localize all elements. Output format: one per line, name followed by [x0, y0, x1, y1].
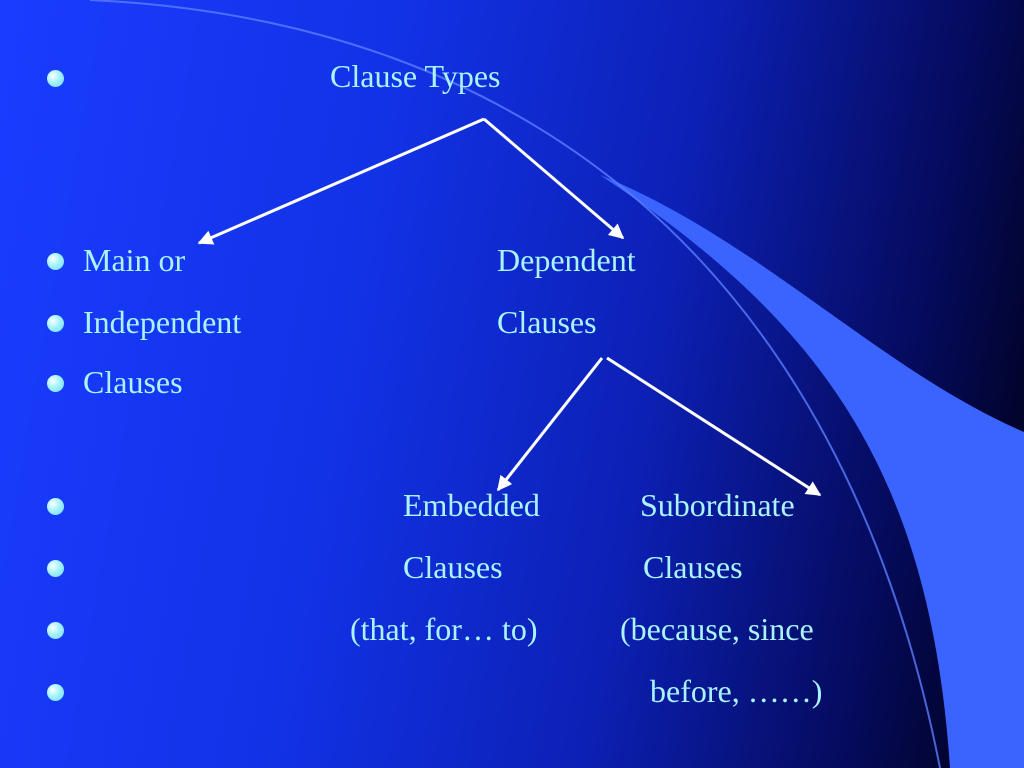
background-arc-line [89, 0, 941, 768]
arrow-icon [606, 356, 822, 497]
bullet-dot-icon [47, 70, 64, 87]
bullet-dot-icon [47, 498, 64, 515]
main-clause-line-3: Clauses [83, 364, 183, 400]
arrow-icon [483, 117, 625, 240]
bullet-dot-icon [47, 622, 64, 639]
main-clause-line-1: Main or [83, 242, 186, 278]
embedded-clause-examples: (that, for… to) [350, 611, 538, 647]
embedded-clause-line-1: Embedded [403, 487, 540, 523]
bullet-dot-icon [47, 315, 64, 332]
bullet-dot-icon [47, 684, 64, 701]
arrow-icon [496, 357, 604, 492]
arrow-icon [197, 117, 485, 245]
main-clause-line-2: Independent [83, 304, 242, 340]
bullet-dot-icon [47, 253, 64, 270]
bullet-dot-icon [47, 560, 64, 577]
background-swoosh-shape [600, 175, 1024, 768]
subordinate-clause-line-2: Clauses [643, 549, 743, 585]
dependent-clause-line-2: Clauses [497, 304, 597, 340]
subordinate-clause-examples-2: before, ……) [650, 673, 823, 709]
slide-title: Clause Types [330, 58, 501, 94]
bullet-dot-icon [47, 375, 64, 392]
dependent-clause-line-1: Dependent [497, 242, 636, 278]
subordinate-clause-line-1: Subordinate [640, 487, 795, 523]
subordinate-clause-examples-1: (because, since [620, 611, 814, 647]
embedded-clause-line-2: Clauses [403, 549, 503, 585]
